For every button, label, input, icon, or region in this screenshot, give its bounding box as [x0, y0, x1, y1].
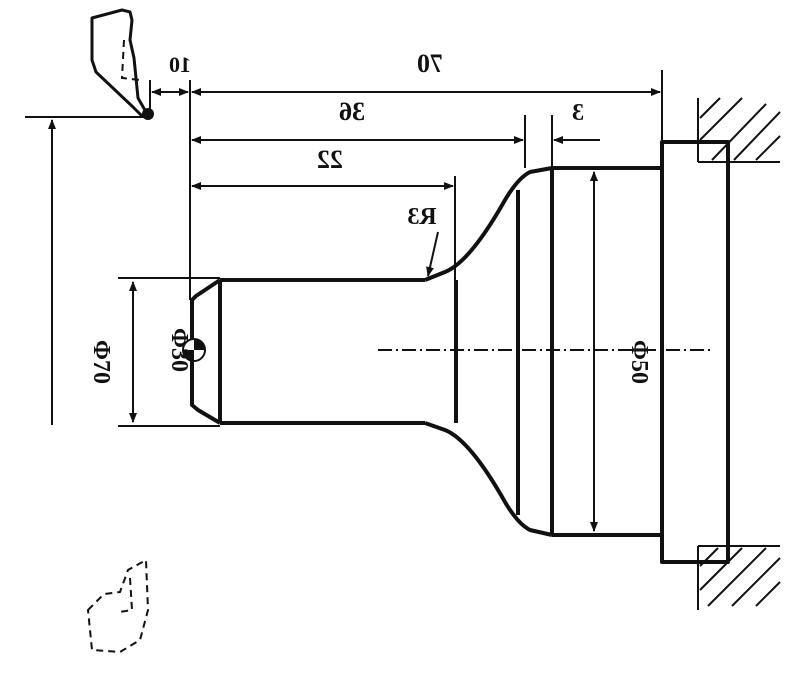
- origin-icon: [182, 338, 206, 362]
- r3-leader: [426, 231, 439, 277]
- dim-text-70: 70: [417, 49, 443, 78]
- dim-text-phi30: Φ30: [166, 328, 192, 372]
- lathe-tool-dashed-icon: [86, 558, 150, 654]
- lathe-cutting-tool-icon: [90, 8, 154, 120]
- dim-text-phi50: Φ50: [626, 340, 652, 384]
- dim-text-3: 3: [572, 100, 584, 126]
- dim-text-r3: R3: [407, 204, 436, 230]
- chuck-hatch-top: [697, 97, 781, 163]
- dim-text-phi70: Φ70: [88, 340, 114, 384]
- dim-text-10: 10: [169, 52, 191, 77]
- dim-text-22: 22: [317, 145, 343, 174]
- dim-text-36: 36: [339, 97, 365, 126]
- chuck-hatch-bottom: [697, 545, 781, 610]
